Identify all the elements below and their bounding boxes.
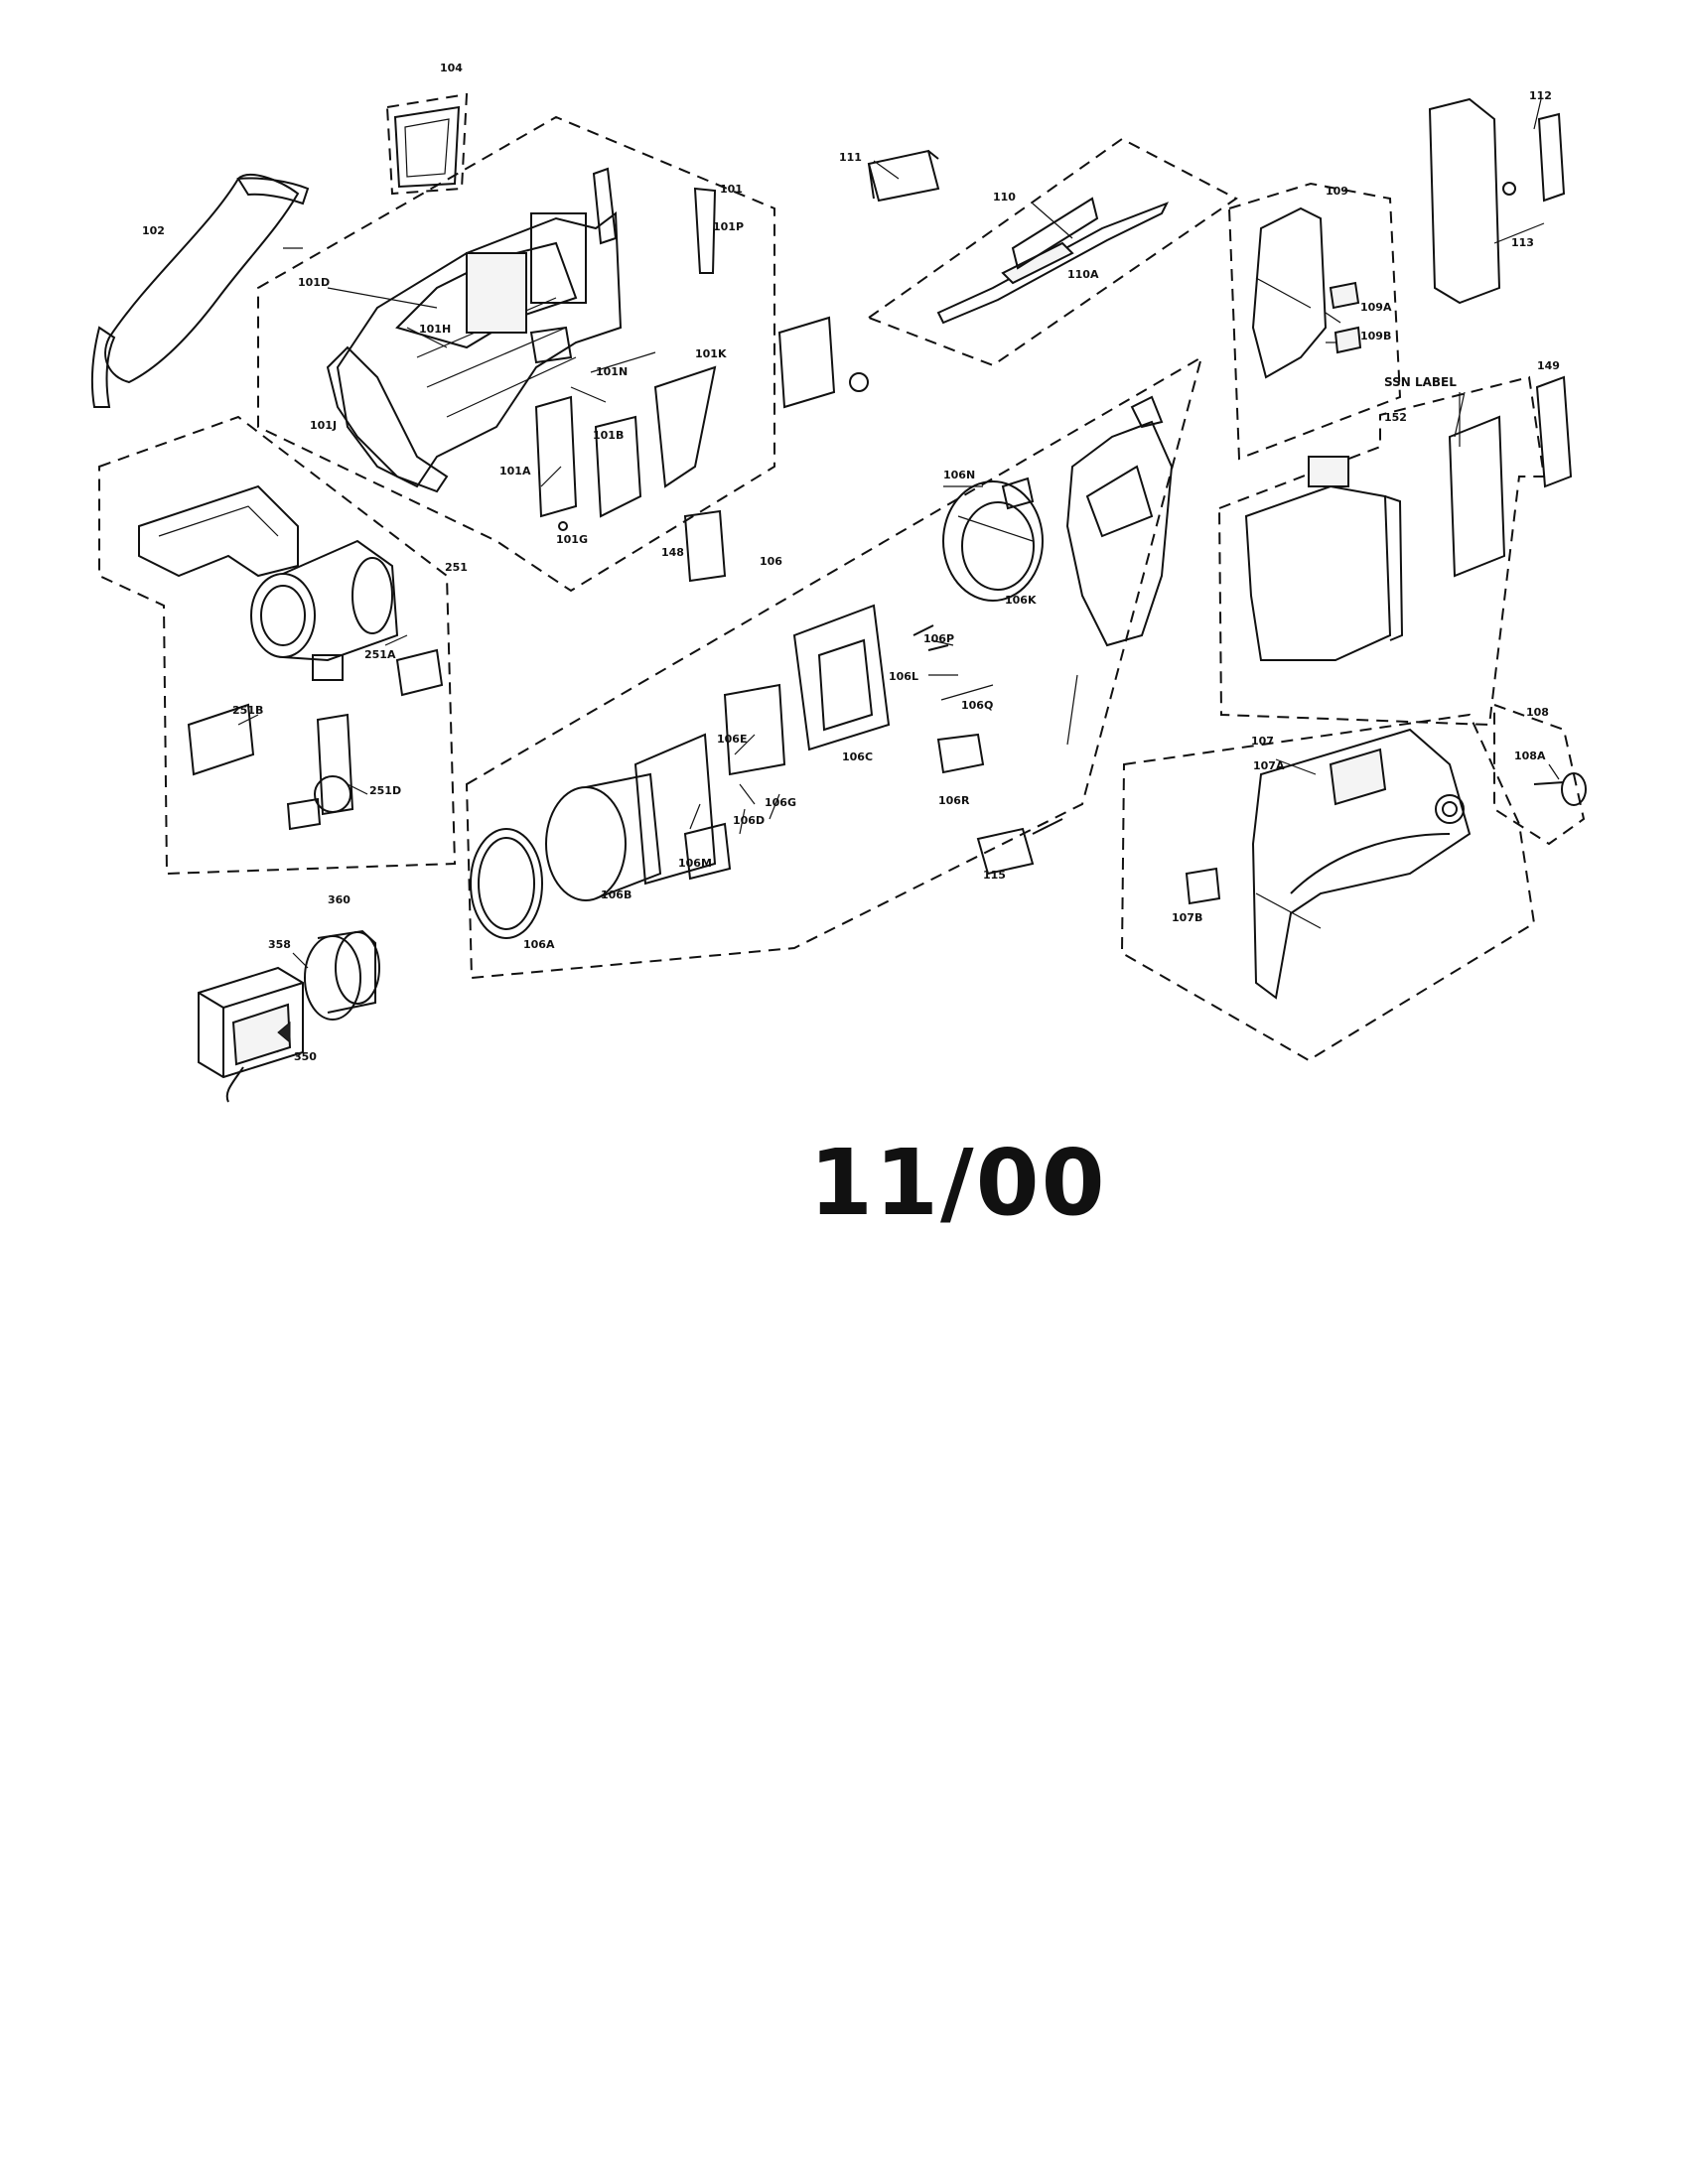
side-grip-113: [1428, 97, 1566, 305]
label-110A: 110A: [1067, 268, 1099, 281]
lens-unit-251: [138, 484, 444, 831]
label-107: 107: [1251, 735, 1274, 748]
label-101H: 101H: [419, 323, 451, 336]
label-111: 111: [839, 151, 862, 164]
bracket-104: [393, 105, 461, 189]
label-108A: 108A: [1514, 750, 1546, 762]
label-251B: 251B: [232, 704, 263, 717]
label-106B: 106B: [601, 888, 632, 901]
label-101K: 101K: [695, 347, 727, 360]
label-106R: 106R: [938, 794, 970, 807]
part-labels: 104 102 101 101D 101P 101H 101N 101K 101…: [142, 62, 1560, 1063]
group-106-outline: [465, 354, 1203, 980]
label-148: 148: [661, 546, 684, 559]
chassis-101: [326, 167, 869, 583]
label-106K: 106K: [1005, 594, 1037, 607]
label-106G: 106G: [765, 796, 796, 809]
leader-lines: [237, 98, 1560, 1053]
label-102: 102: [142, 224, 165, 237]
group-109-outline: [1227, 182, 1402, 461]
label-106N: 106N: [943, 469, 975, 481]
group-251-outline: [98, 415, 457, 876]
label-106P: 106P: [923, 632, 954, 645]
label-106D: 106D: [733, 814, 765, 827]
viewfinder-350: [198, 929, 380, 1103]
label-107A: 107A: [1253, 759, 1285, 772]
label-106: 106: [760, 555, 782, 568]
label-108: 108: [1526, 706, 1549, 719]
front-assembly-106: [470, 395, 1174, 939]
group-outlines: [98, 92, 1586, 1062]
label-101: 101: [720, 183, 743, 196]
label-101D: 101D: [298, 276, 330, 289]
label-110: 110: [993, 191, 1016, 204]
label-358: 358: [268, 938, 291, 951]
label-152: 152: [1384, 411, 1407, 424]
hand-strap-102: [90, 174, 310, 408]
label-101P: 101P: [713, 220, 744, 233]
label-251A: 251A: [364, 648, 396, 661]
group-152-outline: [1217, 375, 1546, 727]
label-101N: 101N: [596, 365, 628, 378]
top-cover-110: [867, 149, 1170, 325]
label-109B: 109B: [1360, 330, 1391, 342]
label-109A: 109A: [1360, 301, 1392, 314]
label-115: 115: [983, 869, 1006, 882]
diagram-code: 11/00: [809, 1130, 1107, 1236]
label-350: 350: [294, 1050, 317, 1063]
label-106A: 106A: [523, 938, 555, 951]
group-110-outline: [866, 137, 1238, 367]
label-ssn: SSN LABEL: [1384, 375, 1457, 389]
label-101G: 101G: [556, 533, 588, 546]
group-101-outline: [257, 115, 775, 593]
group-107-outline: [1120, 713, 1536, 1062]
label-101B: 101B: [593, 429, 624, 442]
label-107B: 107B: [1172, 911, 1202, 924]
side-plate-109: [1251, 206, 1362, 379]
label-251D: 251D: [369, 784, 401, 797]
label-106Q: 106Q: [961, 699, 993, 712]
label-104: 104: [440, 62, 463, 74]
label-106M: 106M: [678, 857, 712, 870]
group-108-outline: [1493, 703, 1586, 846]
mechanism-152: [1244, 375, 1573, 661]
label-106E: 106E: [717, 733, 747, 746]
label-106C: 106C: [842, 751, 873, 763]
label-149: 149: [1537, 359, 1560, 372]
label-113: 113: [1511, 236, 1534, 249]
label-112: 112: [1529, 89, 1552, 102]
side-cover-107: [1185, 728, 1587, 1000]
label-251: 251: [445, 561, 468, 574]
label-106L: 106L: [889, 670, 918, 683]
label-360: 360: [328, 893, 351, 906]
label-101A: 101A: [499, 465, 531, 478]
label-101J: 101J: [310, 419, 337, 432]
label-109: 109: [1326, 185, 1348, 198]
